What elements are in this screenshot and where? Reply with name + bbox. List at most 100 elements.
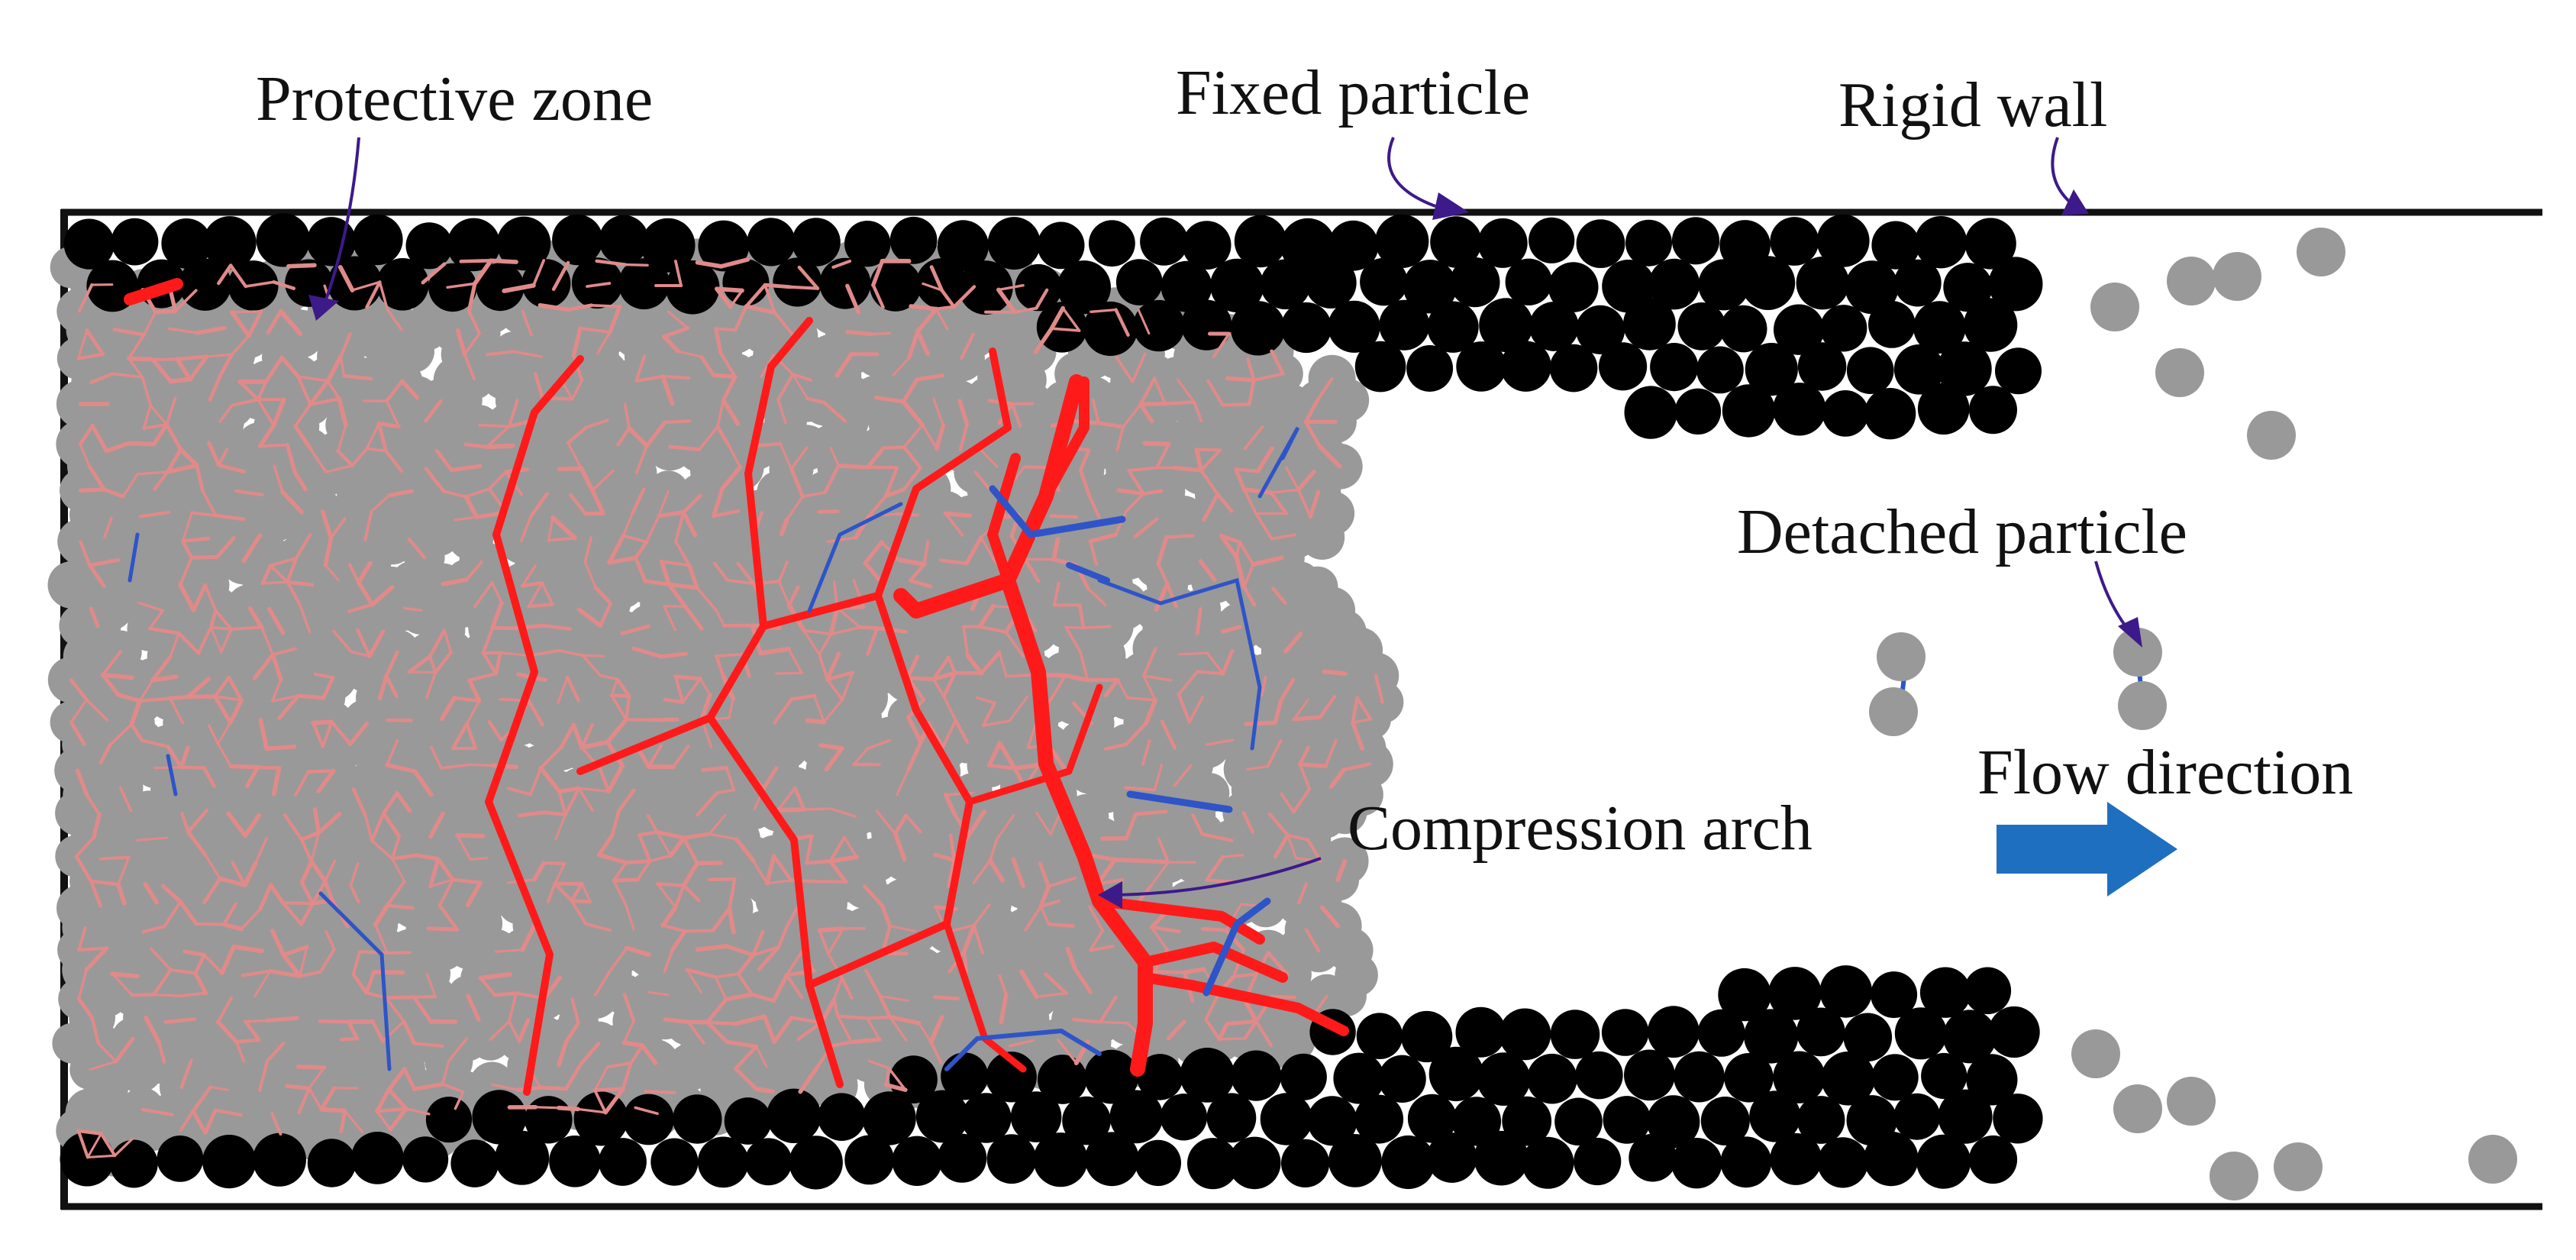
weak-chain-617 [467, 677, 482, 703]
weak-chain-117 [279, 355, 301, 379]
weak-chain-500 [214, 609, 233, 631]
weak-chain-700 [69, 720, 86, 747]
weak-chain-409 [863, 540, 884, 566]
fixed-particle-52 [665, 260, 720, 315]
fixed-particle-185 [1354, 1094, 1404, 1144]
weak-chain-260 [434, 448, 454, 473]
weak-chain-907 [299, 859, 314, 885]
weak-chain-946 [1221, 854, 1244, 858]
fixed-particle-228 [1474, 1130, 1529, 1186]
fixed-particle-13 [698, 220, 750, 272]
weak-chain-941 [1112, 858, 1147, 864]
weak-chain-257 [365, 447, 388, 453]
weak-chain-956 [202, 877, 222, 905]
weak-chain-908 [309, 859, 328, 884]
weak-chain-811 [382, 791, 399, 816]
weak-chain-934 [946, 858, 956, 888]
detached-particle-0 [2090, 283, 2139, 331]
fixed-particle-227 [1426, 1132, 1477, 1183]
weak-chain-170 [1225, 376, 1256, 383]
weak-chain-79 [1137, 309, 1151, 335]
weak-chain-445 [736, 561, 756, 586]
weak-chain-708 [321, 720, 334, 748]
weak-chain-1220 [447, 1037, 469, 1063]
weak-chain-805 [1298, 762, 1311, 791]
weak-chain-1112 [714, 975, 728, 1001]
weak-chain-1174 [346, 1019, 360, 1041]
weak-chain-761 [997, 741, 1018, 771]
weak-chain-243 [1243, 425, 1264, 451]
fixed-particle-170 [623, 1094, 674, 1145]
weak-chain-981 [728, 877, 737, 910]
weak-chain-653 [1374, 674, 1384, 704]
fixed-particle-207 [450, 1139, 499, 1187]
weak-chain-646 [1142, 674, 1173, 682]
weak-chain-775 [256, 765, 281, 771]
fixed-particle-230 [1574, 1137, 1622, 1186]
weak-chain-287 [165, 463, 199, 474]
fixed-particle-129 [1356, 1013, 1403, 1059]
weak-chain-1259 [308, 1087, 323, 1111]
fixed-particle-134 [1601, 1009, 1649, 1056]
weak-chain-1091 [77, 968, 88, 1000]
weak-chain-155 [570, 379, 584, 401]
weak-chain-547 [802, 628, 833, 636]
weak-chain-818 [577, 787, 594, 812]
weak-chain-1171 [265, 1016, 299, 1023]
weak-chain-1133 [152, 993, 181, 997]
weak-chain-463 [192, 583, 208, 612]
weak-chain-584 [715, 654, 725, 679]
weak-chain-74 [1013, 306, 1038, 314]
weak-chain-1237 [89, 1060, 118, 1071]
weak-chain-224 [477, 423, 511, 428]
fixed-particle-8 [447, 218, 501, 272]
weak-chain-492 [1154, 581, 1170, 612]
weak-chain-498 [148, 609, 164, 630]
weak-chain-166 [1138, 376, 1157, 406]
weak-chain-632 [841, 670, 854, 702]
weak-chain-1296 [86, 1132, 102, 1158]
weak-chain-1113 [737, 972, 754, 997]
weak-chain-1010 [727, 906, 736, 935]
weak-chain-599 [1206, 651, 1225, 675]
weak-chain-58 [386, 308, 403, 331]
fixed-particle-205 [351, 1132, 404, 1184]
weak-chain-531 [229, 625, 263, 631]
weak-chain-1210 [1243, 1019, 1258, 1041]
weak-chain-847 [646, 814, 659, 834]
weak-chain-923 [648, 854, 673, 863]
fixed-particle-65 [1305, 257, 1357, 309]
weak-chain-833 [186, 808, 209, 834]
weak-chain-930 [805, 859, 832, 865]
weak-chain-1221 [557, 1039, 569, 1068]
weak-chain-1202 [1072, 1018, 1102, 1024]
fixed-particle-131 [1455, 1006, 1506, 1058]
weak-chain-809 [118, 786, 133, 813]
weak-chain-512 [683, 604, 704, 631]
fixed-particle-214 [789, 1136, 843, 1190]
weak-chain-861 [1124, 812, 1138, 841]
weak-chain-1095 [152, 968, 173, 997]
weak-chain-1227 [734, 1045, 758, 1071]
weak-chain-132 [892, 357, 910, 376]
weak-chain-213 [78, 424, 95, 446]
weak-chain-1154 [878, 993, 893, 1019]
weak-chain-733 [1124, 721, 1148, 747]
weak-chain-176 [149, 404, 168, 426]
weak-chain-96 [714, 326, 723, 355]
weak-chain-280 [1194, 447, 1204, 473]
weak-chain-346 [1087, 494, 1101, 519]
weak-chain-939 [1088, 853, 1117, 862]
weak-chain-268 [779, 442, 792, 470]
weak-chain-1223 [621, 1040, 645, 1048]
weak-chain-127 [718, 351, 738, 379]
strong-chain-2 [576, 317, 813, 775]
weak-chain-121 [485, 350, 515, 357]
weak-chain-914 [428, 857, 441, 889]
weak-chain-14 [718, 257, 751, 269]
weak-chain-680 [789, 693, 817, 701]
weak-chain-281 [1199, 448, 1222, 473]
weak-chain-347 [1116, 488, 1146, 496]
weak-chain-649 [1177, 670, 1199, 696]
weak-chain-31 [446, 282, 476, 289]
